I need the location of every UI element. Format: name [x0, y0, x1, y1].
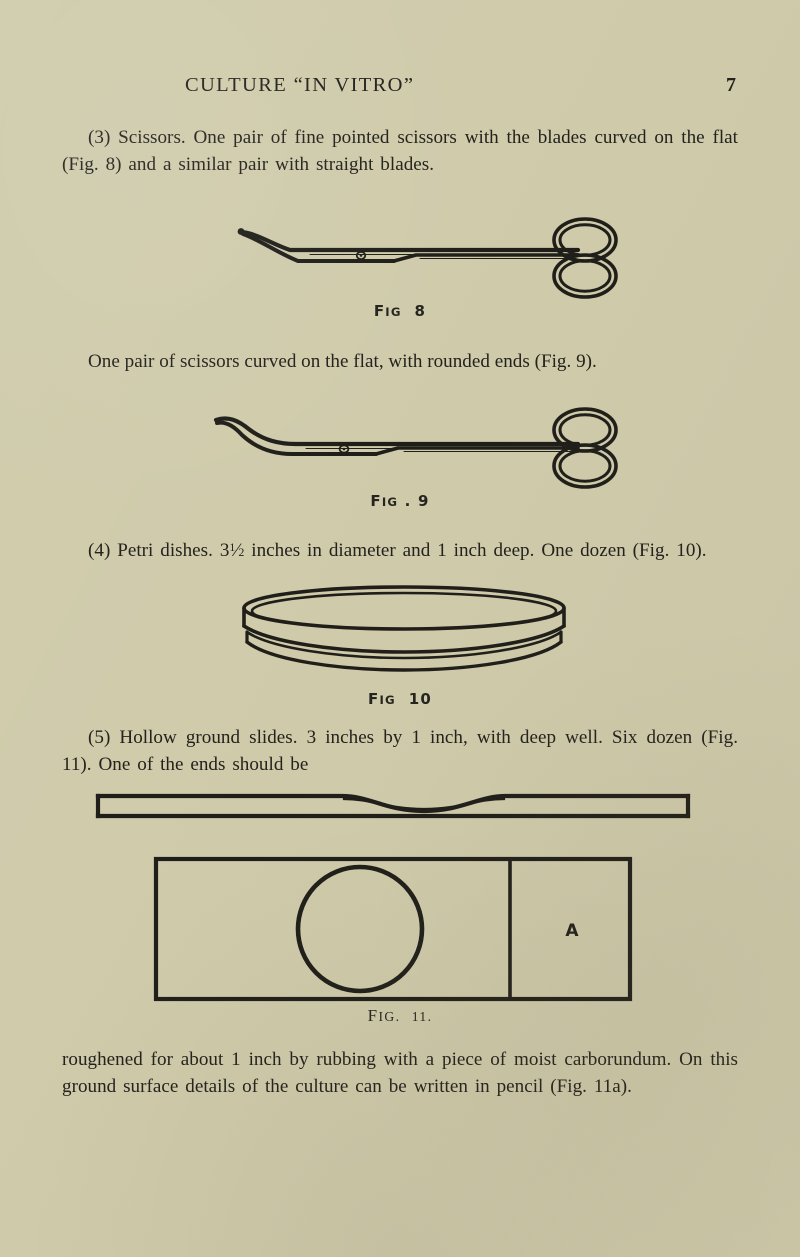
- figure-9-caption-smallcaps: IG: [381, 495, 399, 509]
- figure-11-caption-smallcaps: IG.: [378, 1009, 401, 1024]
- figure-8-caption-number: 8: [414, 302, 427, 320]
- running-head-title: CULTURE “IN VITRO”: [185, 74, 415, 96]
- page-content: CULTURE “IN VITRO” 7 (3) Scissors. One p…: [62, 0, 738, 1257]
- paragraph-item-5-text: (5) Hollow ground slides. 3 inches by 1 …: [62, 727, 738, 776]
- figure-8-caption-prefix: F: [373, 302, 386, 320]
- paragraph-item-4-text-before: (4) Petri dishes. 3: [88, 539, 230, 561]
- figure-11-caption-number: 11.: [411, 1009, 433, 1024]
- figure-11-label-a: A: [565, 921, 579, 941]
- figure-10-caption: FIG 10: [62, 690, 738, 708]
- figure-9-caption: FIG . 9: [62, 492, 738, 510]
- paragraph-item-3b-text: One pair of scissors curved on the flat,…: [88, 351, 597, 372]
- fraction-denominator: 2: [238, 546, 245, 560]
- paragraph-item-3: (3) Scissors. One pair of fine pointed s…: [62, 124, 738, 179]
- figure-10-caption-smallcaps: IG: [379, 693, 396, 707]
- figure-10-caption-prefix: F: [368, 690, 380, 708]
- paragraph-item-3b: One pair of scissors curved on the flat,…: [62, 348, 738, 375]
- figure-8-caption: FIG 8: [62, 302, 738, 320]
- page-number: 7: [726, 74, 736, 96]
- figure-10-caption-number: 10: [408, 690, 432, 708]
- paragraph-item-5: (5) Hollow ground slides. 3 inches by 1 …: [62, 724, 738, 779]
- running-head: CULTURE “IN VITRO” 7: [62, 74, 738, 102]
- figure-10-image: [224, 582, 584, 682]
- figure-11-caption-prefix: F: [367, 1006, 379, 1025]
- figure-11-profile-view: [94, 790, 692, 826]
- paragraph-item-5-continued: roughened for about 1 inch by rubbing wi…: [62, 1046, 738, 1101]
- paragraph-item-5-continued-text: roughened for about 1 inch by rubbing wi…: [62, 1049, 738, 1098]
- figure-9-caption-number: . 9: [404, 492, 430, 510]
- fraction-one-half: 1⁄2: [229, 539, 245, 561]
- paragraph-item-4: (4) Petri dishes. 31⁄2 inches in diamete…: [62, 534, 738, 566]
- figure-11-plan-view: A: [152, 855, 634, 1003]
- figure-8-caption-smallcaps: IG: [385, 305, 402, 319]
- figure-9-caption-prefix: F: [370, 492, 382, 510]
- figure-9-image: [180, 404, 620, 494]
- figure-8-image: [180, 214, 620, 304]
- fraction-numerator: 1: [229, 541, 236, 554]
- figure-11-caption: FIG. 11.: [62, 1006, 738, 1026]
- paragraph-item-4-text-after: inches in diameter and 1 inch deep. One …: [244, 539, 707, 561]
- paragraph-item-3-text: (3) Scissors. One pair of fine pointed s…: [62, 127, 738, 176]
